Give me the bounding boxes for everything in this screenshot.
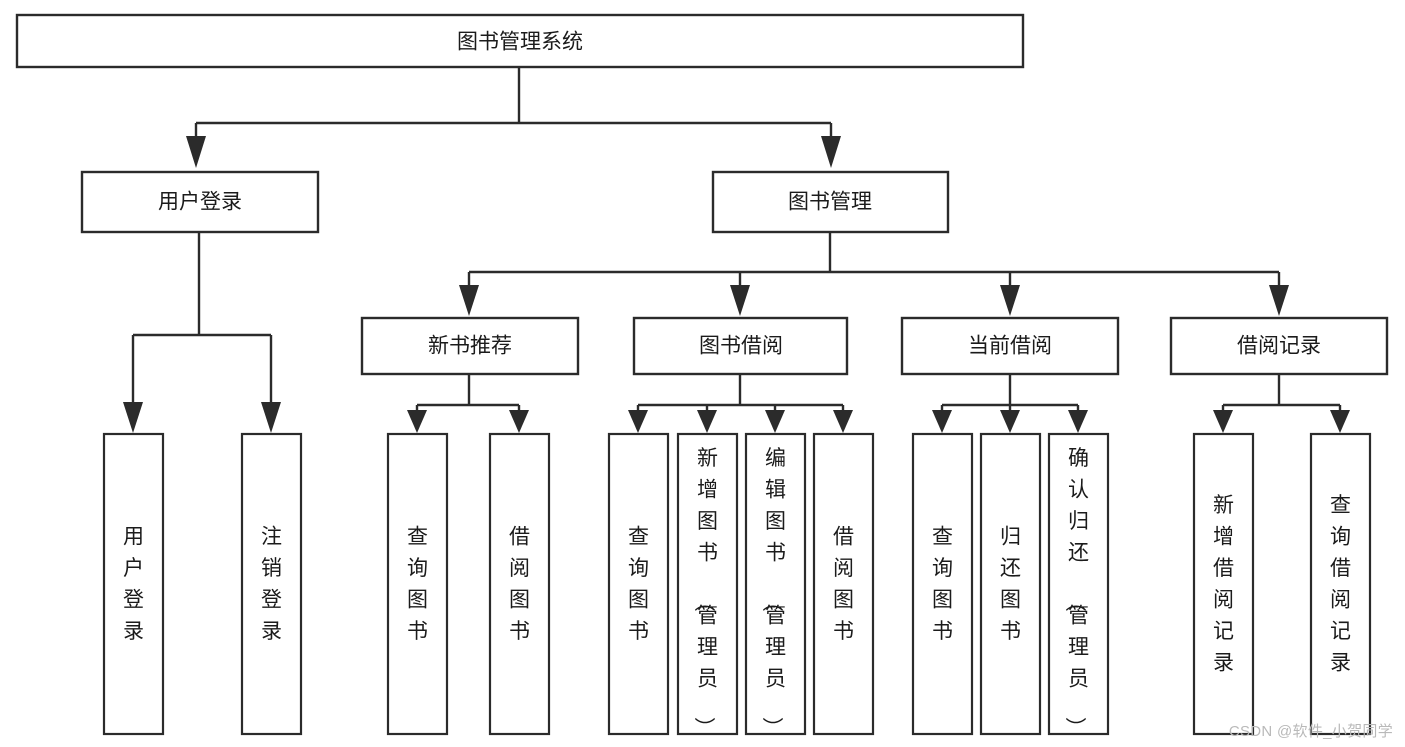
leaf-label-edit-book: 编辑图书（管理员）: [760, 447, 786, 738]
arrow-head-icon: [628, 410, 648, 433]
connector-currentborrow-to-leaves: [932, 375, 1088, 433]
node-label-current-borrow: 当前借阅: [968, 335, 1052, 358]
node-root[interactable]: 图书管理系统: [15, 13, 1025, 69]
watermark-text: CSDN @软件_小贺同学: [1228, 723, 1393, 740]
node-leaf-edit-book[interactable]: [744, 432, 807, 736]
node-box[interactable]: [1169, 316, 1389, 376]
node-box[interactable]: [607, 432, 670, 736]
node-leaf-logout[interactable]: [240, 432, 303, 736]
node-box[interactable]: [15, 13, 1025, 69]
node-book-manage[interactable]: 图书管理: [711, 170, 950, 234]
node-box[interactable]: [900, 316, 1120, 376]
node-label-user-login: 用户登录: [158, 191, 242, 214]
node-borrow-record[interactable]: 借阅记录: [1169, 316, 1389, 376]
node-box[interactable]: [632, 316, 849, 376]
node-leaf-query-record[interactable]: [1309, 432, 1372, 736]
arrow-head-icon: [1068, 410, 1088, 433]
node-leaf-query-book-2[interactable]: [607, 432, 670, 736]
arrow-head-icon: [730, 285, 750, 316]
node-box[interactable]: [676, 432, 739, 736]
leaf-label-query-record: 查询借阅记录: [1330, 494, 1351, 675]
node-box[interactable]: [711, 170, 950, 234]
leaf-label-add-book: 新增图书（管理员）: [692, 447, 718, 738]
arrow-head-icon: [1000, 410, 1020, 433]
node-box[interactable]: [1047, 432, 1110, 736]
leaf-label-query-book-2: 查询图书: [628, 526, 649, 644]
leaf-label-confirm-return: 确认归还（管理员）: [1063, 447, 1089, 738]
arrow-head-icon: [821, 136, 841, 168]
arrow-head-icon: [407, 410, 427, 433]
arrow-head-icon: [509, 410, 529, 433]
node-label-new-book-rec: 新书推荐: [428, 335, 512, 358]
node-box[interactable]: [812, 432, 875, 736]
arrow-head-icon: [1269, 285, 1289, 316]
node-leaf-confirm-return[interactable]: [1047, 432, 1110, 736]
node-user-login[interactable]: 用户登录: [80, 170, 320, 234]
leaf-label-logout: 注销登录: [261, 526, 282, 644]
leaf-label-user-login: 用户登录: [123, 526, 144, 644]
node-box[interactable]: [80, 170, 320, 234]
connector-bookborrow-to-leaves: [628, 375, 853, 433]
arrow-head-icon: [932, 410, 952, 433]
node-box[interactable]: [1192, 432, 1255, 736]
arrow-head-icon: [186, 136, 206, 168]
node-book-borrow[interactable]: 图书借阅: [632, 316, 849, 376]
node-box[interactable]: [979, 432, 1042, 736]
node-box[interactable]: [240, 432, 303, 736]
leaf-label-borrow-book-2: 借阅图书: [833, 526, 854, 644]
node-current-borrow[interactable]: 当前借阅: [900, 316, 1120, 376]
arrow-head-icon: [261, 402, 281, 433]
connector-userlogin-to-leaves: [123, 233, 281, 433]
node-box[interactable]: [386, 432, 449, 736]
leaf-label-query-book-1: 查询图书: [407, 526, 428, 644]
node-leaf-borrow-book-2[interactable]: [812, 432, 875, 736]
leaf-labels-layer: 用户登录 注销登录 查询图书 借阅图书 查询图书 新增图书（管理员） 编辑图书（管理员） 借阅…: [123, 447, 1351, 738]
leaf-label-query-book-3: 查询图书: [932, 526, 953, 644]
node-label-borrow-record: 借阅记录: [1237, 335, 1321, 358]
node-leaf-add-book[interactable]: [676, 432, 739, 736]
node-box[interactable]: [360, 316, 580, 376]
connector-root-to-level2: [186, 67, 841, 168]
node-leaf-return-book[interactable]: [979, 432, 1042, 736]
arrow-head-icon: [1330, 410, 1350, 433]
arrow-head-icon: [765, 410, 785, 433]
node-new-book-rec[interactable]: 新书推荐: [360, 316, 580, 376]
connector-bookmanage-to-level3: [459, 233, 1289, 316]
arrow-head-icon: [1000, 285, 1020, 316]
connector-newbookrec-to-leaves: [407, 375, 529, 433]
node-box[interactable]: [1309, 432, 1372, 736]
leaf-label-add-record: 新增借阅记录: [1213, 494, 1234, 675]
node-leaf-query-book-3[interactable]: [911, 432, 974, 736]
leaf-label-borrow-book-1: 借阅图书: [509, 526, 530, 644]
node-box[interactable]: [488, 432, 551, 736]
arrow-head-icon: [697, 410, 717, 433]
node-box[interactable]: [744, 432, 807, 736]
node-leaf-query-book-1[interactable]: [386, 432, 449, 736]
node-leaf-add-record[interactable]: [1192, 432, 1255, 736]
node-label-book-borrow: 图书借阅: [699, 335, 783, 358]
node-box[interactable]: [102, 432, 165, 736]
arrow-head-icon: [833, 410, 853, 433]
node-label-root: 图书管理系统: [457, 31, 583, 54]
node-leaf-user-login[interactable]: [102, 432, 165, 736]
arrow-head-icon: [123, 402, 143, 433]
arrow-head-icon: [1213, 410, 1233, 433]
node-leaf-borrow-book-1[interactable]: [488, 432, 551, 736]
node-label-book-manage: 图书管理: [788, 191, 872, 214]
connector-borrowrecord-to-leaves: [1213, 375, 1350, 433]
leaf-label-return-book: 归还图书: [1000, 526, 1021, 644]
node-box[interactable]: [911, 432, 974, 736]
arrow-head-icon: [459, 285, 479, 316]
